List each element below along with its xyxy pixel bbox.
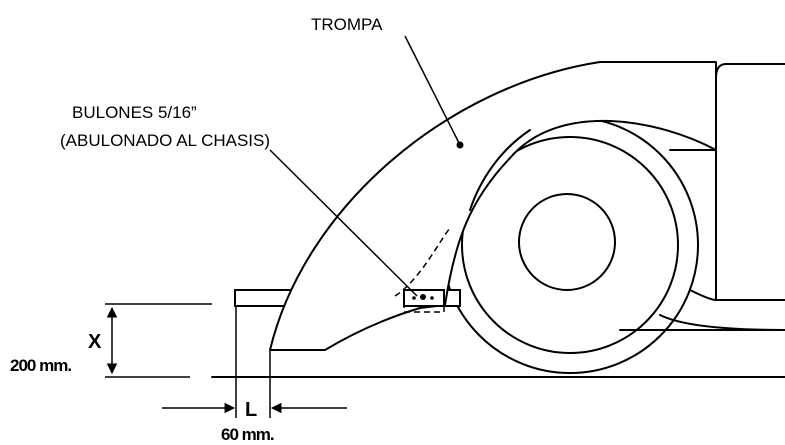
trompa-leader [404, 35, 461, 146]
fender-trompa [269, 61, 717, 351]
trompa-leader-dot [456, 141, 464, 149]
dim-x-label: X [88, 331, 102, 353]
dimension-l [162, 306, 347, 418]
dimension-x [105, 303, 212, 378]
dim-x-value: 200 mm. [10, 356, 71, 375]
bulones-leader [269, 149, 418, 297]
dim-l-label: L [245, 399, 257, 421]
trompa-label: TROMPA [311, 15, 383, 34]
bulones-label-line1: BULONES 5/16” [72, 103, 197, 122]
bulones-label-line2: (ABULONADO AL CHASIS) [60, 131, 270, 150]
dim-l-value: 60 mm. [221, 425, 274, 444]
